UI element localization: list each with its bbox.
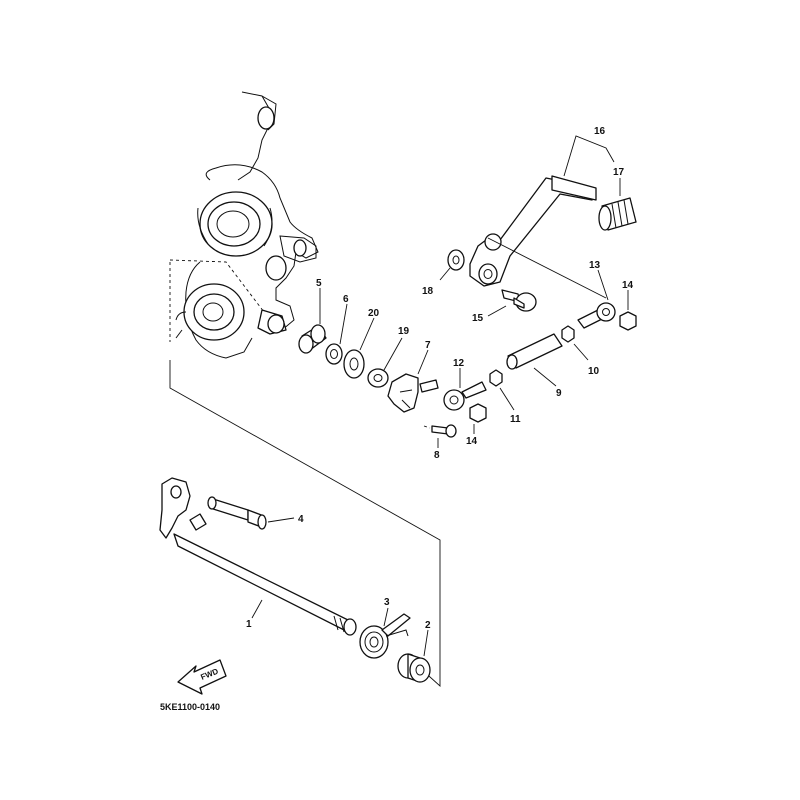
part-13-rod-end (577, 269, 616, 329)
callout-8: 8 (434, 450, 440, 461)
callout-labels: 1 2 3 4 5 6 7 8 9 10 11 12 13 14 14 15 1… (246, 126, 634, 631)
part-10-nut (561, 325, 589, 361)
callout-15: 15 (472, 313, 484, 324)
part-17-pedal-rubber (598, 178, 637, 231)
callout-4: 4 (298, 514, 304, 525)
drawing-code: 5KE1100-0140 (160, 702, 220, 712)
crankcase-housing (169, 91, 319, 359)
part-11-nut (489, 369, 515, 411)
forward-direction-arrow: FWD (177, 659, 227, 695)
callout-5: 5 (316, 278, 322, 289)
part-3-return-spring (359, 607, 411, 659)
part-4-pin (207, 496, 295, 530)
part-8-bolt (423, 424, 457, 448)
callout-12: 12 (453, 358, 465, 369)
callout-14-upper: 14 (622, 280, 634, 291)
callout-1: 1 (246, 619, 252, 630)
part-9-shift-rod (506, 333, 563, 387)
part-12-rod-end (443, 368, 487, 411)
part-1-shift-shaft (159, 477, 357, 636)
part-16-shift-pedal (469, 135, 615, 299)
callout-10: 10 (588, 366, 600, 377)
callout-20: 20 (368, 308, 380, 319)
callout-13: 13 (589, 260, 601, 271)
part-14-nut-upper (619, 290, 637, 331)
assembly-bracket-lines (169, 360, 441, 688)
part-14-nut-lower (469, 403, 487, 434)
callout-2: 2 (425, 620, 431, 631)
callout-9: 9 (556, 388, 562, 399)
callout-14-lower: 14 (466, 436, 478, 447)
part-19-washer (367, 337, 403, 388)
callout-11: 11 (510, 414, 521, 425)
part-20-washer (343, 317, 375, 379)
callout-16: 16 (594, 126, 606, 137)
part-2-collar (397, 629, 431, 683)
callout-17: 17 (613, 167, 625, 178)
callout-6: 6 (343, 294, 349, 305)
callout-7: 7 (425, 340, 431, 351)
part-5-collar (298, 288, 327, 354)
part-15-pivot-bolt (487, 289, 537, 317)
part-6-washer (325, 303, 348, 365)
callout-3: 3 (384, 597, 390, 608)
part-7-shift-arm-clamp (387, 349, 439, 413)
callout-18: 18 (422, 286, 434, 297)
part-18-washer (439, 249, 465, 281)
callout-19: 19 (398, 326, 410, 337)
